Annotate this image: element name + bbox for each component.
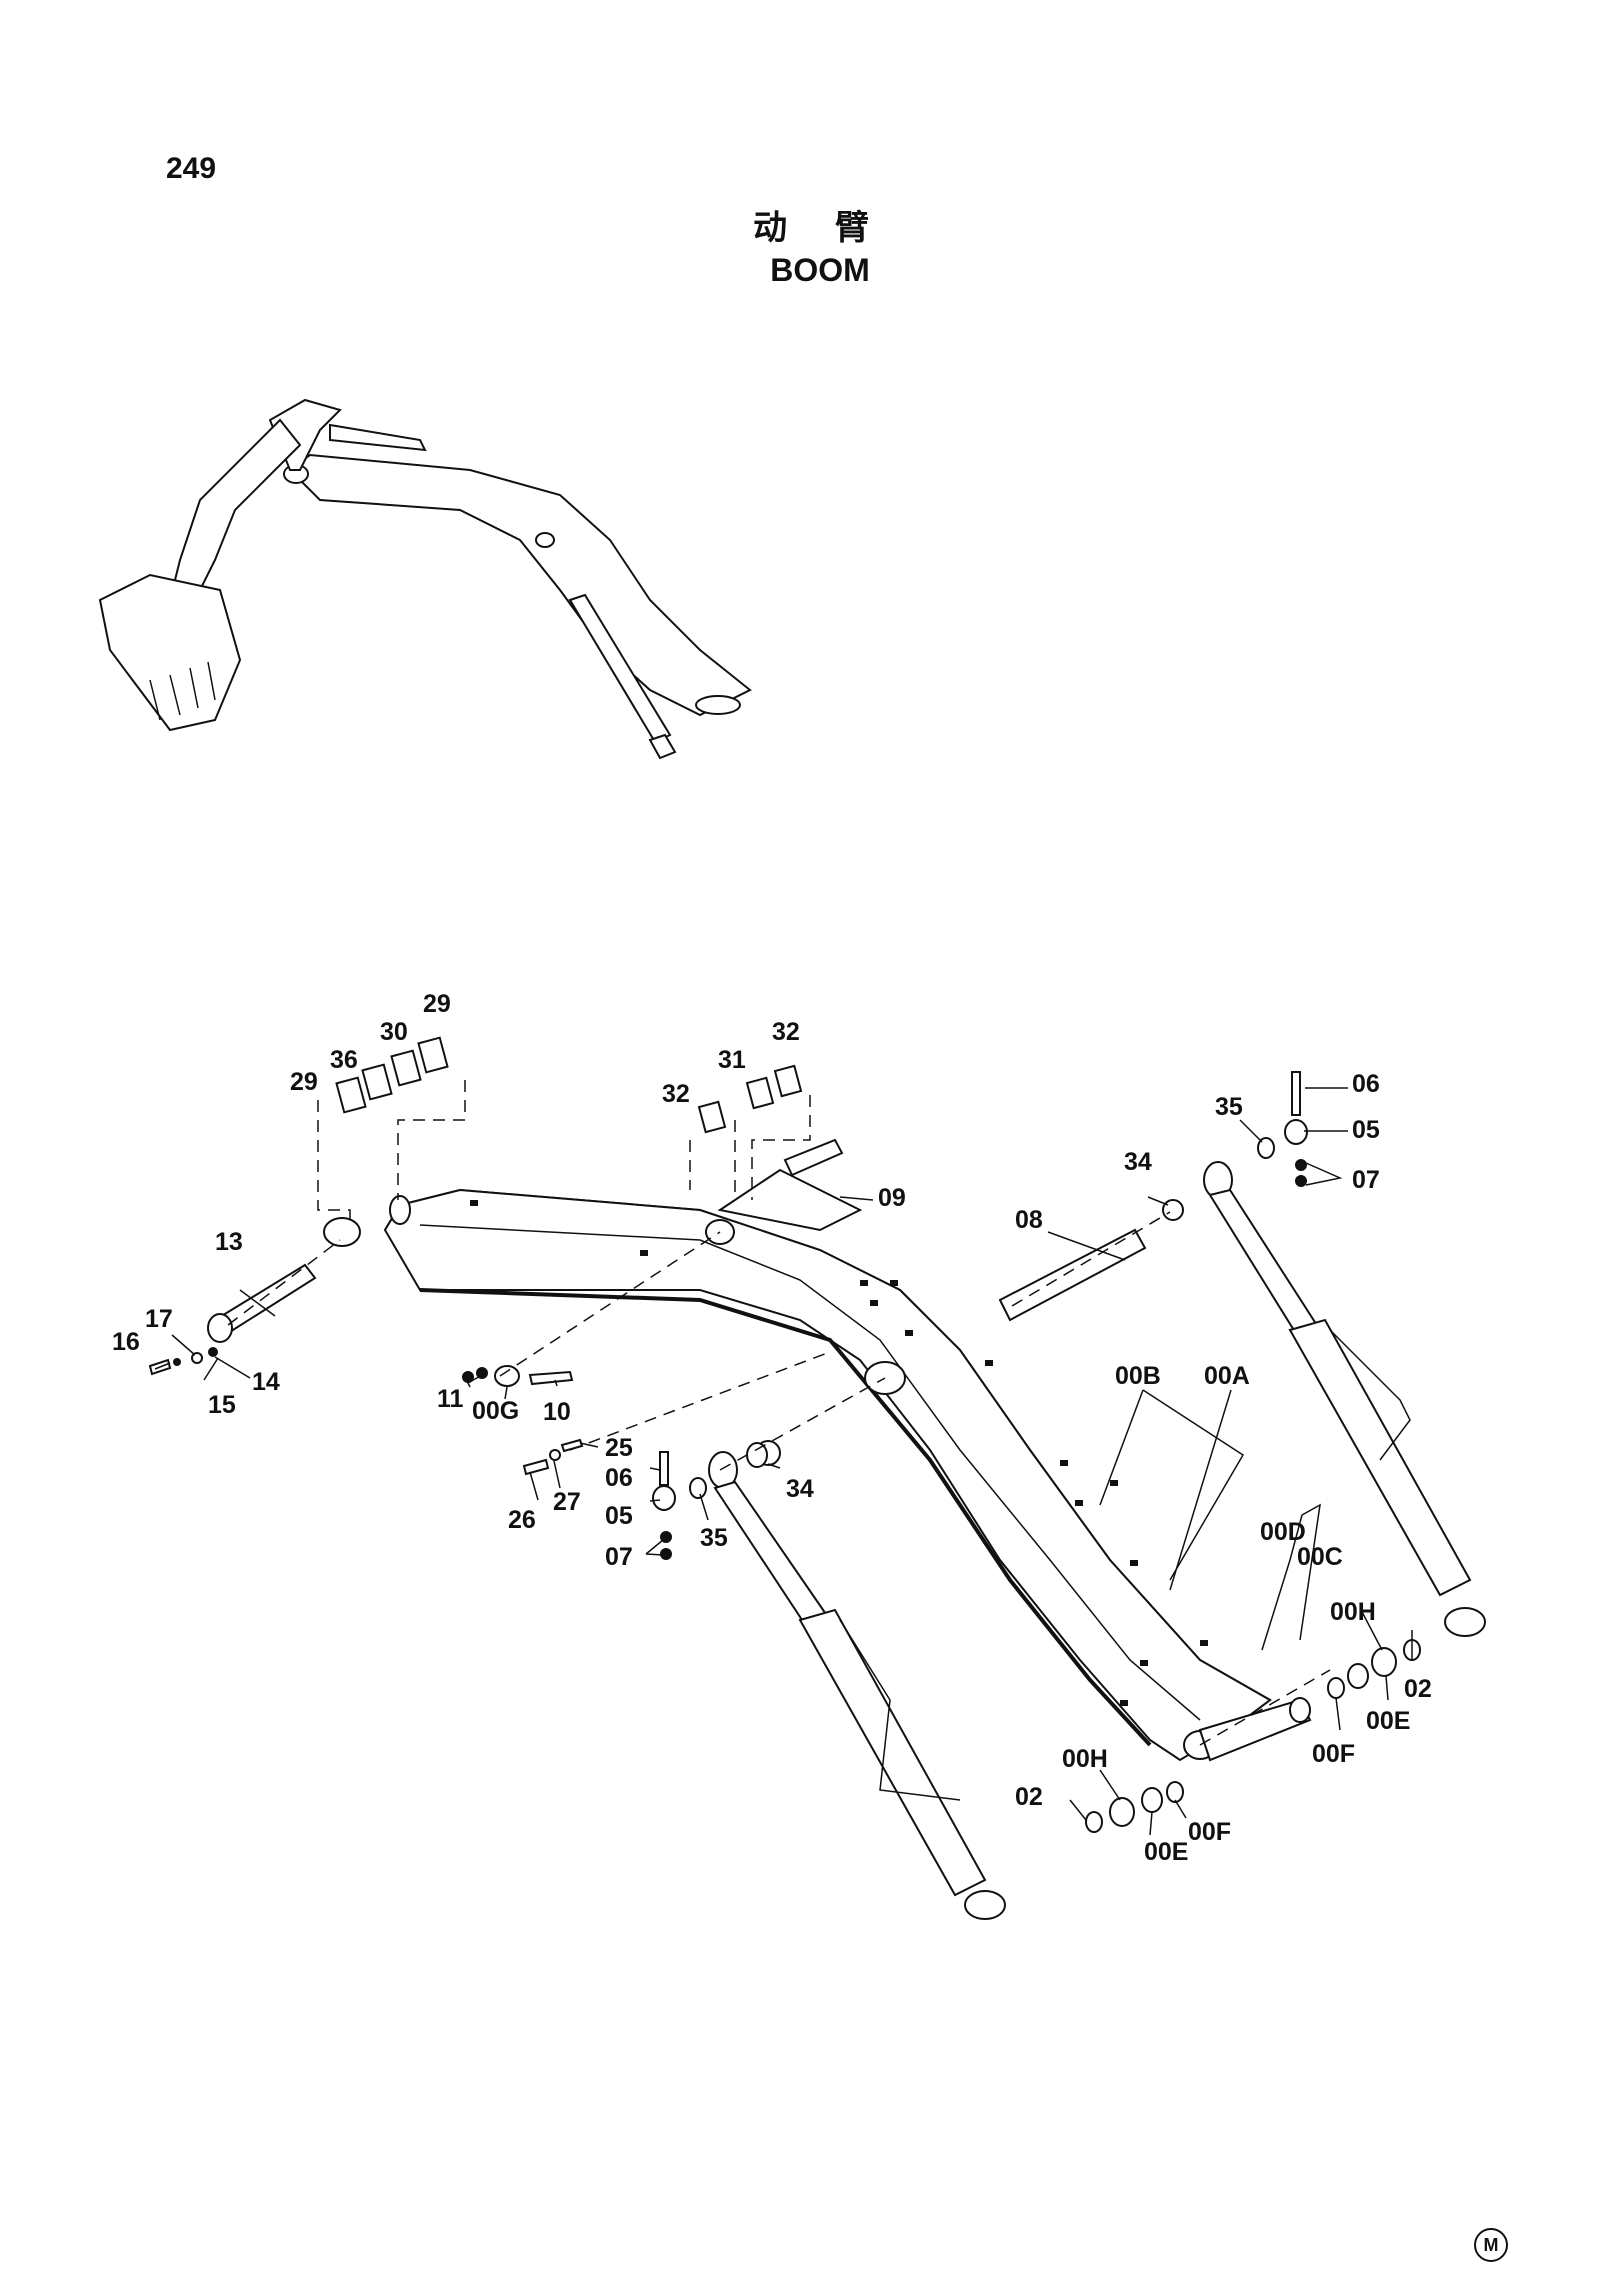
- callout-06: 06: [605, 1464, 633, 1492]
- boom-main: [323, 1168, 1312, 1762]
- pin-09: [783, 1138, 844, 1177]
- callout-25: 25: [605, 1434, 633, 1462]
- callout-00E: 00E: [1144, 1838, 1188, 1866]
- callout-07: 07: [605, 1543, 633, 1571]
- callout-26: 26: [508, 1506, 536, 1534]
- leader-lines: [154, 1087, 1413, 1836]
- page-number: 249: [166, 152, 217, 185]
- nose-hardware-right: [1327, 1639, 1421, 1699]
- overview-illustration: [98, 398, 752, 760]
- cylinder-left: [708, 1451, 1006, 1920]
- shim-stack-left: [335, 1036, 449, 1114]
- callout-05: 05: [605, 1502, 633, 1530]
- callout-10: 10: [543, 1398, 571, 1426]
- callout-35: 35: [700, 1524, 728, 1552]
- callout-14: 14: [252, 1368, 280, 1396]
- cylinder-right: [1203, 1161, 1486, 1637]
- title-chinese: 动 臂: [753, 208, 887, 248]
- callout-labels: 29 36 30 29 32 31 32 09 08 34 35 06 05 0…: [112, 990, 1432, 1866]
- callout-00F: 00F: [1312, 1740, 1355, 1768]
- callout-36: 36: [330, 1046, 358, 1074]
- shim-stack-right: [697, 1064, 803, 1134]
- callout-34: 34: [1124, 1148, 1152, 1176]
- callout-15: 15: [208, 1391, 236, 1419]
- callout-31: 31: [718, 1046, 746, 1074]
- callout-27: 27: [553, 1488, 581, 1516]
- callout-32: 32: [772, 1018, 800, 1046]
- callout-00E: 00E: [1366, 1707, 1410, 1735]
- callout-07: 07: [1352, 1166, 1380, 1194]
- callout-00H: 00H: [1330, 1598, 1376, 1626]
- callout-11: 11: [437, 1385, 464, 1413]
- callout-35: 35: [1215, 1093, 1243, 1121]
- callout-00G: 00G: [472, 1397, 519, 1425]
- callout-09: 09: [878, 1184, 906, 1212]
- callout-17: 17: [145, 1305, 173, 1333]
- callout-32: 32: [662, 1080, 690, 1108]
- callout-00C: 00C: [1297, 1543, 1343, 1571]
- callout-08: 08: [1015, 1206, 1043, 1234]
- boom-pin: [998, 1228, 1147, 1322]
- callout-05: 05: [1352, 1116, 1380, 1144]
- title-english: BOOM: [770, 252, 870, 288]
- callout-06: 06: [1352, 1070, 1380, 1098]
- corner-mark: M: [1474, 2228, 1508, 2262]
- callout-29: 29: [290, 1068, 318, 1096]
- callout-00F: 00F: [1188, 1818, 1231, 1846]
- callout-29: 29: [423, 990, 451, 1018]
- callout-16: 16: [112, 1328, 140, 1356]
- callout-00D: 00D: [1260, 1518, 1306, 1546]
- nose-hardware-left: [1085, 1781, 1184, 1833]
- callout-00B: 00B: [1115, 1362, 1161, 1390]
- callout-02: 02: [1015, 1783, 1043, 1811]
- callout-13: 13: [215, 1228, 243, 1256]
- callout-02: 02: [1404, 1675, 1432, 1703]
- callout-30: 30: [380, 1018, 408, 1046]
- callout-34: 34: [786, 1475, 814, 1503]
- callout-00H: 00H: [1062, 1745, 1108, 1773]
- callout-00A: 00A: [1204, 1362, 1250, 1390]
